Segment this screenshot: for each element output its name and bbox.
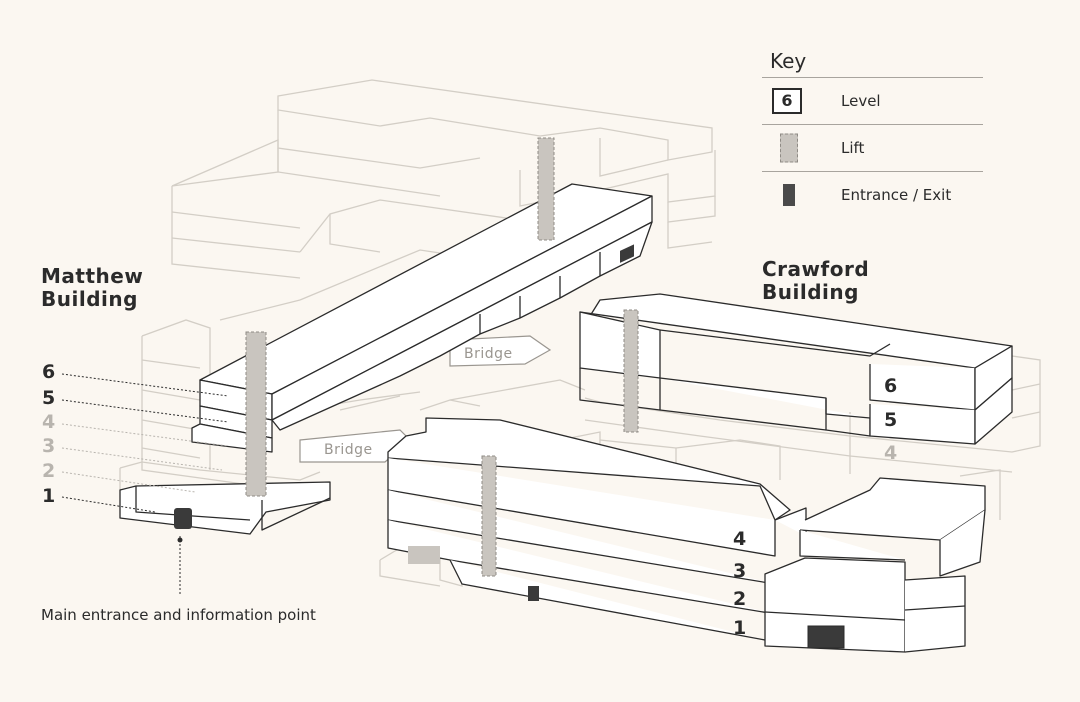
crawford-upper-level-4[interactable]: 4	[884, 442, 898, 464]
matthew-level-1[interactable]: 1	[42, 485, 56, 507]
matthew-title-line1: Matthew	[41, 264, 144, 288]
key-label-entrance: Entrance / Exit	[841, 186, 952, 204]
crawford-title-line1: Crawford	[762, 257, 870, 281]
matthew-level-5[interactable]: 5	[42, 387, 56, 409]
crawford-title-line2: Building	[762, 280, 859, 304]
crawford-main-entrance-icon	[807, 625, 845, 649]
crawford-lower-level-1[interactable]: 1	[733, 617, 747, 639]
key-row-level: 6 Level	[762, 78, 983, 125]
map-key: Key 6 Level Lift Entrance / Exit	[762, 46, 983, 218]
crawford-lower-level-4[interactable]: 4	[733, 528, 747, 550]
matthew-level-3[interactable]: 3	[42, 435, 56, 457]
lift-icon	[780, 133, 798, 163]
matthew-north-lift-icon	[537, 137, 555, 241]
matthew-level-2[interactable]: 2	[42, 460, 56, 482]
crawford-upper-level-5[interactable]: 5	[884, 409, 898, 431]
crawford-upper-shape	[579, 293, 1013, 445]
level-box-icon: 6	[772, 88, 802, 114]
key-label-level: Level	[841, 92, 881, 110]
bridges	[299, 335, 552, 463]
lower-bridge-label: Bridge	[324, 442, 373, 458]
entrance-exit-icon	[783, 184, 795, 206]
matthew-building-title: Matthew Building	[41, 265, 143, 311]
matthew-main-entrance-icon	[174, 508, 192, 529]
main-entrance-label: Main entrance and information point	[41, 606, 316, 624]
matthew-building-shape	[119, 183, 653, 535]
key-label-lift: Lift	[841, 139, 865, 157]
crawford-south-entrance-icon	[528, 586, 539, 601]
crawford-building-title: Crawford Building	[762, 258, 869, 304]
crawford-upper-lift-icon	[623, 309, 639, 433]
matthew-title-line2: Building	[41, 287, 138, 311]
matthew-level-6[interactable]: 6	[42, 361, 56, 383]
crawford-lower-lift-icon	[481, 455, 497, 577]
key-title: Key	[762, 46, 983, 78]
key-row-entrance: Entrance / Exit	[762, 172, 983, 218]
crawford-lower-level-3[interactable]: 3	[733, 560, 747, 582]
upper-bridge-shape	[449, 335, 552, 367]
matthew-east-entrance-icon	[620, 244, 634, 263]
matthew-lifts	[245, 137, 555, 497]
matthew-level-4[interactable]: 4	[42, 411, 56, 433]
level-leader-lines	[61, 373, 229, 596]
crawford-lower-level-2[interactable]: 2	[733, 588, 747, 610]
crawford-ghost-entrance-icon	[408, 546, 440, 564]
main-entrance-marker	[177, 537, 183, 543]
matthew-lift-icon	[245, 331, 267, 497]
crawford-upper-level-6[interactable]: 6	[884, 375, 898, 397]
key-row-lift: Lift	[762, 125, 983, 172]
upper-bridge-label: Bridge	[464, 346, 513, 362]
